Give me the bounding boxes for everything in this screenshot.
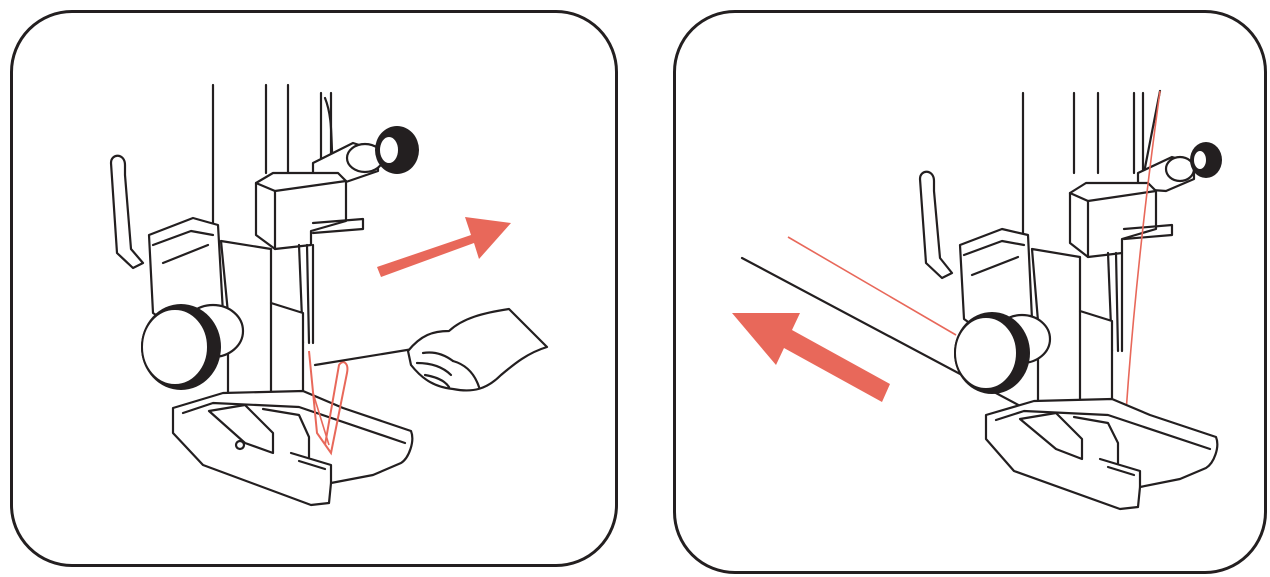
presser-foot-thread-pull-illustration (13, 13, 618, 567)
presser-foot-sew-direction-illustration (676, 13, 1267, 574)
left-diagram-panel (10, 10, 618, 567)
direction-arrow-left (732, 313, 890, 402)
presser-bar-hook (920, 172, 952, 278)
hand-pulling-thread (408, 309, 547, 390)
pulled-thread (315, 349, 413, 365)
presser-bar-hook (111, 156, 143, 268)
needle-clamp-housing (256, 173, 346, 249)
right-diagram-panel (673, 10, 1267, 574)
direction-arrow-right (377, 217, 511, 277)
presser-foot-screw-knob (954, 312, 1050, 394)
presser-foot-sole (173, 391, 412, 505)
